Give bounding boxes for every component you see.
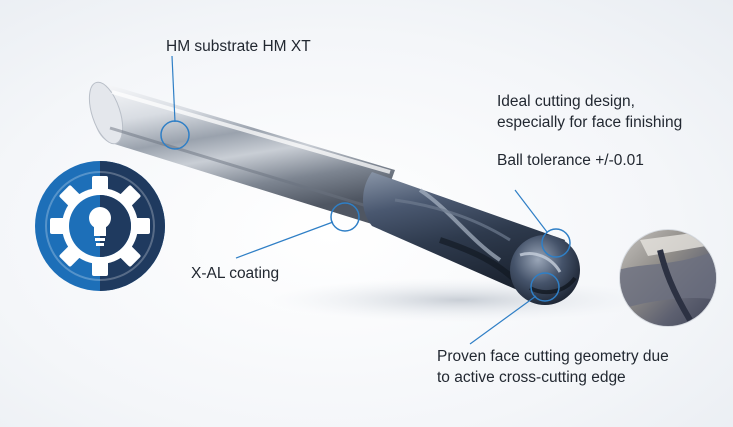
callout-circle-ball [541, 228, 571, 258]
callout-line-ball [514, 189, 548, 233]
callouts [160, 55, 571, 345]
label-substrate-text: HM substrate HM XT [166, 38, 311, 55]
label-geometry-line1: Proven face cutting geometry due [437, 348, 669, 365]
detail-photo [619, 229, 717, 327]
gear-lightbulb-icon [35, 161, 165, 291]
label-geometry: Proven face cutting geometry due to acti… [437, 346, 669, 388]
callout-line-substrate [171, 55, 176, 123]
label-ball-tolerance-text: Ball tolerance +/-0.01 [497, 152, 644, 169]
label-geometry-line2: to active cross-cutting edge [437, 369, 626, 386]
callout-circle-substrate [160, 120, 190, 150]
label-coating: X-AL coating [191, 263, 279, 284]
tool-shadow [270, 278, 650, 322]
callout-circle-coating [330, 202, 360, 232]
callout-line-coating [235, 221, 334, 259]
label-cutting-design: Ideal cutting design, especially for fac… [497, 91, 682, 133]
callout-line-geometry [469, 295, 537, 345]
label-ball-tolerance: Ball tolerance +/-0.01 [497, 150, 644, 171]
tool-cutting-part [363, 172, 580, 305]
label-cutting-design-line1: Ideal cutting design, [497, 93, 635, 110]
callout-circle-geometry [530, 272, 560, 302]
tool-shank [88, 81, 396, 225]
label-coating-text: X-AL coating [191, 265, 280, 282]
label-substrate: HM substrate HM XT [166, 36, 311, 57]
label-cutting-design-line2: especially for face finishing [497, 114, 683, 131]
